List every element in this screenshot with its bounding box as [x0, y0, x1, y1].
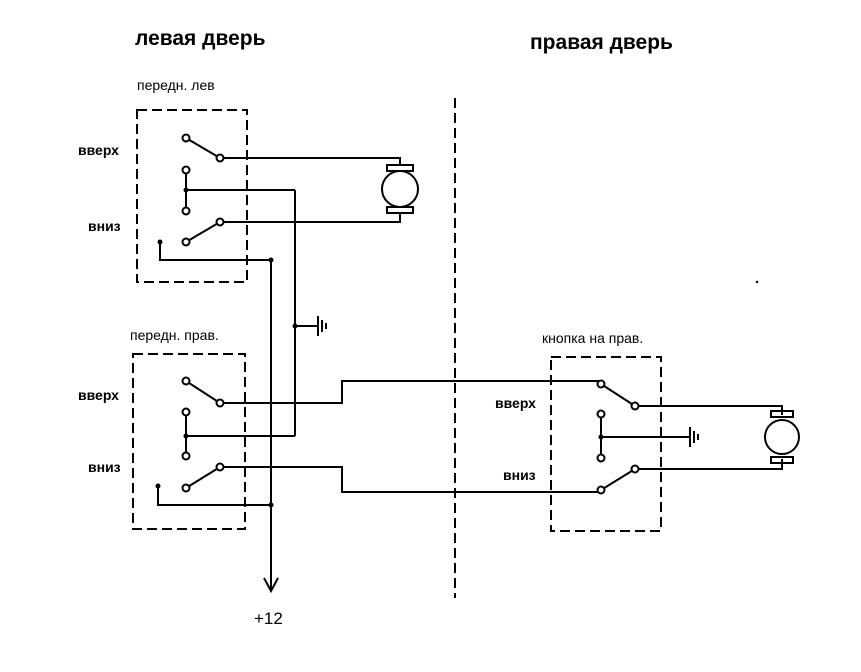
left-door-title: левая дверь: [135, 27, 266, 50]
front-left-up-label: вверх: [78, 142, 119, 158]
ground-icon: [317, 316, 327, 336]
terminal: [215, 462, 225, 472]
terminal: [596, 379, 606, 389]
terminal: [630, 401, 640, 411]
front-left-title: передн. лев: [137, 77, 215, 93]
terminal: [181, 483, 191, 493]
wire: [159, 242, 271, 261]
junction-dot: [157, 239, 163, 245]
terminal: [215, 398, 225, 408]
wire: [220, 466, 600, 493]
terminal: [181, 165, 191, 175]
terminal: [181, 206, 191, 216]
right-door-motor: [764, 410, 800, 464]
front-left-switch-box: [136, 109, 248, 283]
motor-icon: [381, 170, 419, 208]
terminal: [596, 453, 606, 463]
terminal: [215, 217, 225, 227]
lever-down: [185, 221, 221, 243]
right-door-button-box: [550, 356, 662, 532]
wire: [220, 157, 401, 165]
terminal: [596, 485, 606, 495]
terminal: [181, 407, 191, 417]
lever-up: [185, 137, 221, 159]
junction-dot: [268, 257, 274, 263]
motor-bracket-top: [770, 410, 794, 418]
right-door-title: правая дверь: [530, 31, 673, 54]
front-left-down-label: вниз: [88, 218, 121, 234]
terminal: [215, 153, 225, 163]
terminal: [630, 464, 640, 474]
terminal: [181, 376, 191, 386]
front-right-down-label: вниз: [88, 459, 121, 475]
lever-up: [185, 380, 221, 404]
wire: [157, 486, 271, 506]
motor-bracket-bottom: [770, 456, 794, 464]
lever-down: [185, 466, 221, 489]
right-door-button-title: кнопка на прав.: [542, 330, 644, 346]
wire: [635, 459, 783, 470]
stray-dot: [755, 280, 759, 284]
front-left-switch: [157, 133, 401, 261]
junction-dot: [155, 483, 161, 489]
right-door-down-label: вниз: [503, 467, 536, 483]
terminal: [181, 133, 191, 143]
lever-up: [600, 383, 636, 407]
front-right-up-label: вверх: [78, 387, 119, 403]
front-right-title: передн. прав.: [130, 327, 219, 343]
lever-down: [600, 468, 636, 491]
terminal: [181, 451, 191, 461]
right-door-up-label: вверх: [495, 395, 536, 411]
left-door-motor: [381, 164, 419, 214]
junction-dot: [183, 187, 189, 193]
terminal: [596, 409, 606, 419]
motor-icon: [764, 419, 800, 455]
wire: [220, 213, 401, 223]
junction-dot: [183, 433, 189, 439]
terminal: [181, 237, 191, 247]
ground-icon: [689, 427, 699, 447]
wire: [220, 380, 600, 404]
wire: [635, 405, 783, 415]
supply-voltage-label: +12: [254, 609, 283, 628]
front-right-switch: [155, 376, 600, 506]
front-right-switch-box: [132, 353, 246, 530]
junction-dot: [292, 323, 298, 329]
junction-dot: [598, 434, 604, 440]
arrow-down-icon: [263, 577, 279, 594]
